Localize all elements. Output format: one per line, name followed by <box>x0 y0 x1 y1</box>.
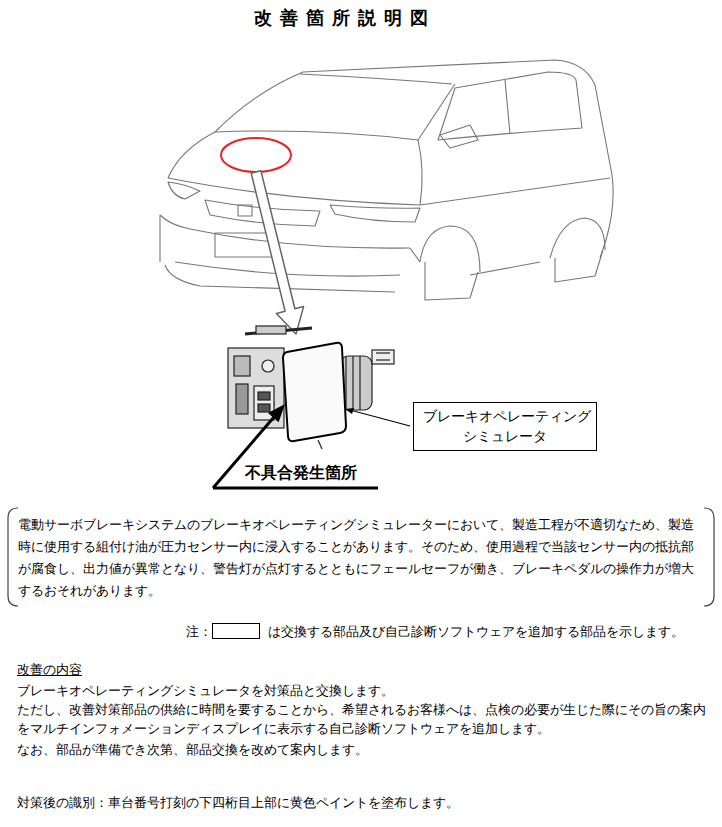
section-heading: 改善の内容 <box>17 660 82 679</box>
label-text: 対策後の識別：車台番号打刻の下四桁目上部に黄色ペイントを塗布します。 <box>17 795 459 810</box>
legend-item: は交換する部品及び自己診断ソフトウェアを追加する部品を示します。 <box>268 622 684 641</box>
legend-swatch <box>212 623 260 639</box>
defect-arrow <box>213 404 378 488</box>
simulator-cover <box>283 343 346 441</box>
label-text: 不具合発生箇所 <box>245 463 357 482</box>
title: 改善箇所説明図 <box>0 6 690 30</box>
car-drawing <box>160 60 613 300</box>
leader-line <box>345 408 410 426</box>
label-text: 注： <box>186 624 212 639</box>
identification-note: 対策後の識別：車台番号打刻の下四桁目上部に黄色ペイントを塗布します。 <box>17 793 715 812</box>
note-label: 注： <box>186 622 212 641</box>
location-ellipse <box>221 138 291 172</box>
label-text: ブレーキオペレーティングシミュレータを対策品と交換します。 <box>17 683 394 698</box>
part-name-text: ブレーキオペレーティング シミュレータ <box>423 407 587 446</box>
remedy-line: ただし、改善対策部品の供給に時間を要することから、希望されるお客様へは、点検の必… <box>17 700 715 738</box>
description-paragraph: 電動サーボブレーキシステムのブレーキオペレーティングシミュレーターにおいて、製造… <box>18 514 706 602</box>
label-text: 電動サーボブレーキシステムのブレーキオペレーティングシミュレーターにおいて、製造… <box>18 517 694 598</box>
label-text: ただし、改善対策部品の供給に時間を要することから、希望されるお客様へは、点検の必… <box>17 702 706 736</box>
label-text: 改善の内容 <box>17 662 82 677</box>
paragraph-bracket <box>8 508 714 606</box>
defect-label: 不具合発生箇所 <box>245 462 415 484</box>
pointer-arrow <box>251 171 303 334</box>
legend-text: は交換する部品及び自己診断ソフトウェアを追加する部品を示します。 <box>268 624 684 639</box>
remedy-line: ブレーキオペレーティングシミュレータを対策品と交換します。 <box>17 681 715 700</box>
part-drawing <box>228 326 394 449</box>
title-text: 改善箇所説明図 <box>254 7 437 28</box>
remedy-line: なお、部品が準備でき次第、部品交換を改めて案内します。 <box>17 740 715 759</box>
label-text: なお、部品が準備でき次第、部品交換を改めて案内します。 <box>17 742 368 757</box>
part-name-box: ブレーキオペレーティング シミュレータ <box>413 402 597 451</box>
